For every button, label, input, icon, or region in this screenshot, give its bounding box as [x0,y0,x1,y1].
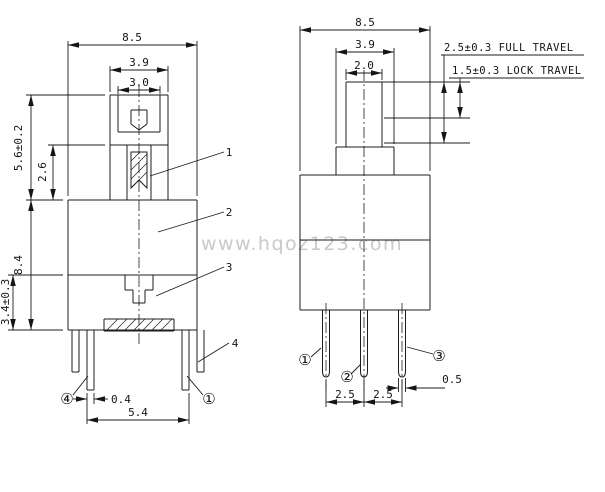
left-dim-stem-height: 5.6±0.2 [12,125,25,171]
left-view-outline [67,94,205,391]
left-dim-body-width: 8.5 [122,31,142,44]
left-dim-cam-height: 2.6 [36,162,49,182]
pin-number-4-icon: ④ [60,390,73,408]
left-dim-pin-span: 5.4 [128,406,148,419]
left-leader-lines [72,151,230,396]
right-dim-body-width: 8.5 [355,16,375,29]
left-dim-body-height: 8.4 [12,255,25,275]
left-extension-lines [8,41,198,424]
callout-1: 1 [226,146,233,159]
right-view: 8.5 3.9 2.0 2.5±0.3 FULL TRAVEL 1.5±0.3 … [298,16,584,407]
pin-number-1-icon: ① [202,390,215,408]
left-dim-pin-width: 0.4 [111,393,131,406]
left-dim-button-width: 3.9 [129,56,149,69]
left-dim-button-tip-width: 3.0 [129,76,149,89]
right-pin-1 [322,310,330,378]
callout-4: 4 [232,337,239,350]
pin-number-3-right-icon: ③ [432,347,445,365]
left-dim-base-height: 3.4±0.3 [0,279,12,325]
left-view: 8.5 3.9 3.0 5.6±0.2 2.6 8.4 3.4±0.3 0.4 … [0,31,239,424]
lock-cam-hatching [130,151,148,188]
lock-travel-label: 1.5±0.3 LOCK TRAVEL [452,65,582,77]
right-pin-3 [398,310,406,378]
right-centerlines [325,70,403,392]
lock-cam-outline [130,151,148,190]
watermark-text: www.hqoz123.com [201,233,403,255]
right-dimension-lines [300,27,463,405]
right-dim-stem-width: 2.0 [354,59,374,72]
right-leader-lines [310,346,434,375]
right-pin-2 [360,310,368,378]
right-dim-pin-width: 0.5 [442,373,462,386]
right-dim-button-width: 3.9 [355,38,375,51]
pin-number-1-right-icon: ① [298,351,311,369]
full-travel-label: 2.5±0.3 FULL TRAVEL [444,42,574,54]
pin-number-2-right-icon: ② [340,368,353,386]
right-dim-pitch-right: 2.5 [373,388,393,401]
right-view-outline [299,81,431,311]
base-plate-hatching [105,318,173,332]
callout-2: 2 [226,206,233,219]
left-dimension-lines [10,42,197,423]
right-dim-pitch-left: 2.5 [335,388,355,401]
callout-3: 3 [226,261,233,274]
